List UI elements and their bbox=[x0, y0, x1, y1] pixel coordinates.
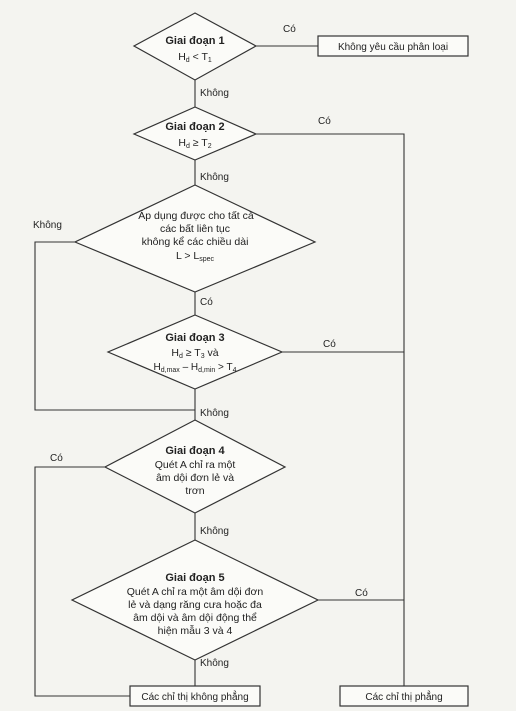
stage5-line1: Quét A chỉ ra một âm dội đơn bbox=[127, 586, 264, 598]
no-classify-box: Không yêu cầu phân loại bbox=[317, 35, 469, 57]
stage3-title: Giai đoạn 3 bbox=[165, 332, 224, 344]
label-co-stage3: Có bbox=[323, 339, 336, 350]
stage1-decision: Giai đoạn 1 Hd < T1 bbox=[132, 12, 258, 81]
label-khong-stage3: Không bbox=[200, 408, 229, 419]
connector-stage2-right bbox=[256, 133, 405, 706]
stage3-decision: Giai đoạn 3 Hd ≥ T3 và Hd,max – Hd,min >… bbox=[106, 314, 284, 390]
stage3-condition2: Hd,max – Hd,min > T4 bbox=[154, 362, 237, 374]
stage2-decision: Giai đoạn 2 Hd ≥ T2 bbox=[132, 106, 258, 161]
not-planar-label: Các chỉ thị không phẳng bbox=[141, 690, 248, 703]
stage1-condition: Hd < T1 bbox=[178, 51, 212, 64]
connector-stage4-left bbox=[34, 466, 130, 697]
apply-decision: Áp dụng được cho tất cả các bất liên tục… bbox=[73, 184, 317, 293]
planar-box: Các chỉ thị phẳng bbox=[339, 685, 469, 707]
label-co-stage2: Có bbox=[318, 116, 331, 127]
label-co-apply: Có bbox=[200, 297, 213, 308]
label-khong-stage1: Không bbox=[200, 88, 229, 99]
branch-labels: Có Không Có Không Không Có Có Không Có K… bbox=[33, 24, 368, 669]
label-khong-stage5: Không bbox=[200, 658, 229, 669]
apply-line3: không kể các chiều dài bbox=[142, 236, 249, 248]
stage4-line1: Quét A chỉ ra một bbox=[155, 459, 236, 471]
label-co-stage4: Có bbox=[50, 453, 63, 464]
stage5-decision: Giai đoạn 5 Quét A chỉ ra một âm dội đơn… bbox=[70, 539, 320, 661]
stage1-title: Giai đoạn 1 bbox=[165, 35, 224, 47]
apply-line4: L > Lspec bbox=[176, 250, 215, 263]
stage2-condition: Hd ≥ T2 bbox=[178, 137, 211, 150]
stage2-title: Giai đoạn 2 bbox=[165, 121, 224, 133]
stage5-line2: lẻ và dạng răng cưa hoặc đa bbox=[128, 599, 262, 611]
connector-apply-left bbox=[34, 241, 195, 411]
apply-line1: Áp dụng được cho tất cả bbox=[138, 209, 254, 222]
apply-line2: các bất liên tục bbox=[160, 223, 230, 235]
stage4-line2: âm dội đơn lẻ và bbox=[156, 472, 234, 484]
label-co-stage1: Có bbox=[283, 24, 296, 35]
label-khong-stage4: Không bbox=[200, 526, 229, 537]
label-khong-stage2: Không bbox=[200, 172, 229, 183]
stage5-line3: âm dội và âm dội động thể bbox=[133, 612, 257, 624]
stage3-condition1: Hd ≥ T3 và bbox=[171, 347, 218, 360]
stage4-title: Giai đoạn 4 bbox=[165, 445, 225, 457]
no-classify-label: Không yêu cầu phân loại bbox=[338, 41, 448, 53]
stage5-title: Giai đoạn 5 bbox=[165, 572, 224, 584]
not-planar-box: Các chỉ thị không phẳng bbox=[129, 685, 261, 707]
label-co-stage5: Có bbox=[355, 588, 368, 599]
stage4-decision: Giai đoạn 4 Quét A chỉ ra một âm dội đơn… bbox=[103, 419, 287, 514]
label-khong-apply: Không bbox=[33, 220, 62, 231]
planar-label: Các chỉ thị phẳng bbox=[365, 690, 442, 703]
stage4-line3: trơn bbox=[185, 485, 204, 497]
connectors bbox=[34, 45, 405, 706]
stage5-line4: hiện mẫu 3 và 4 bbox=[158, 624, 233, 637]
